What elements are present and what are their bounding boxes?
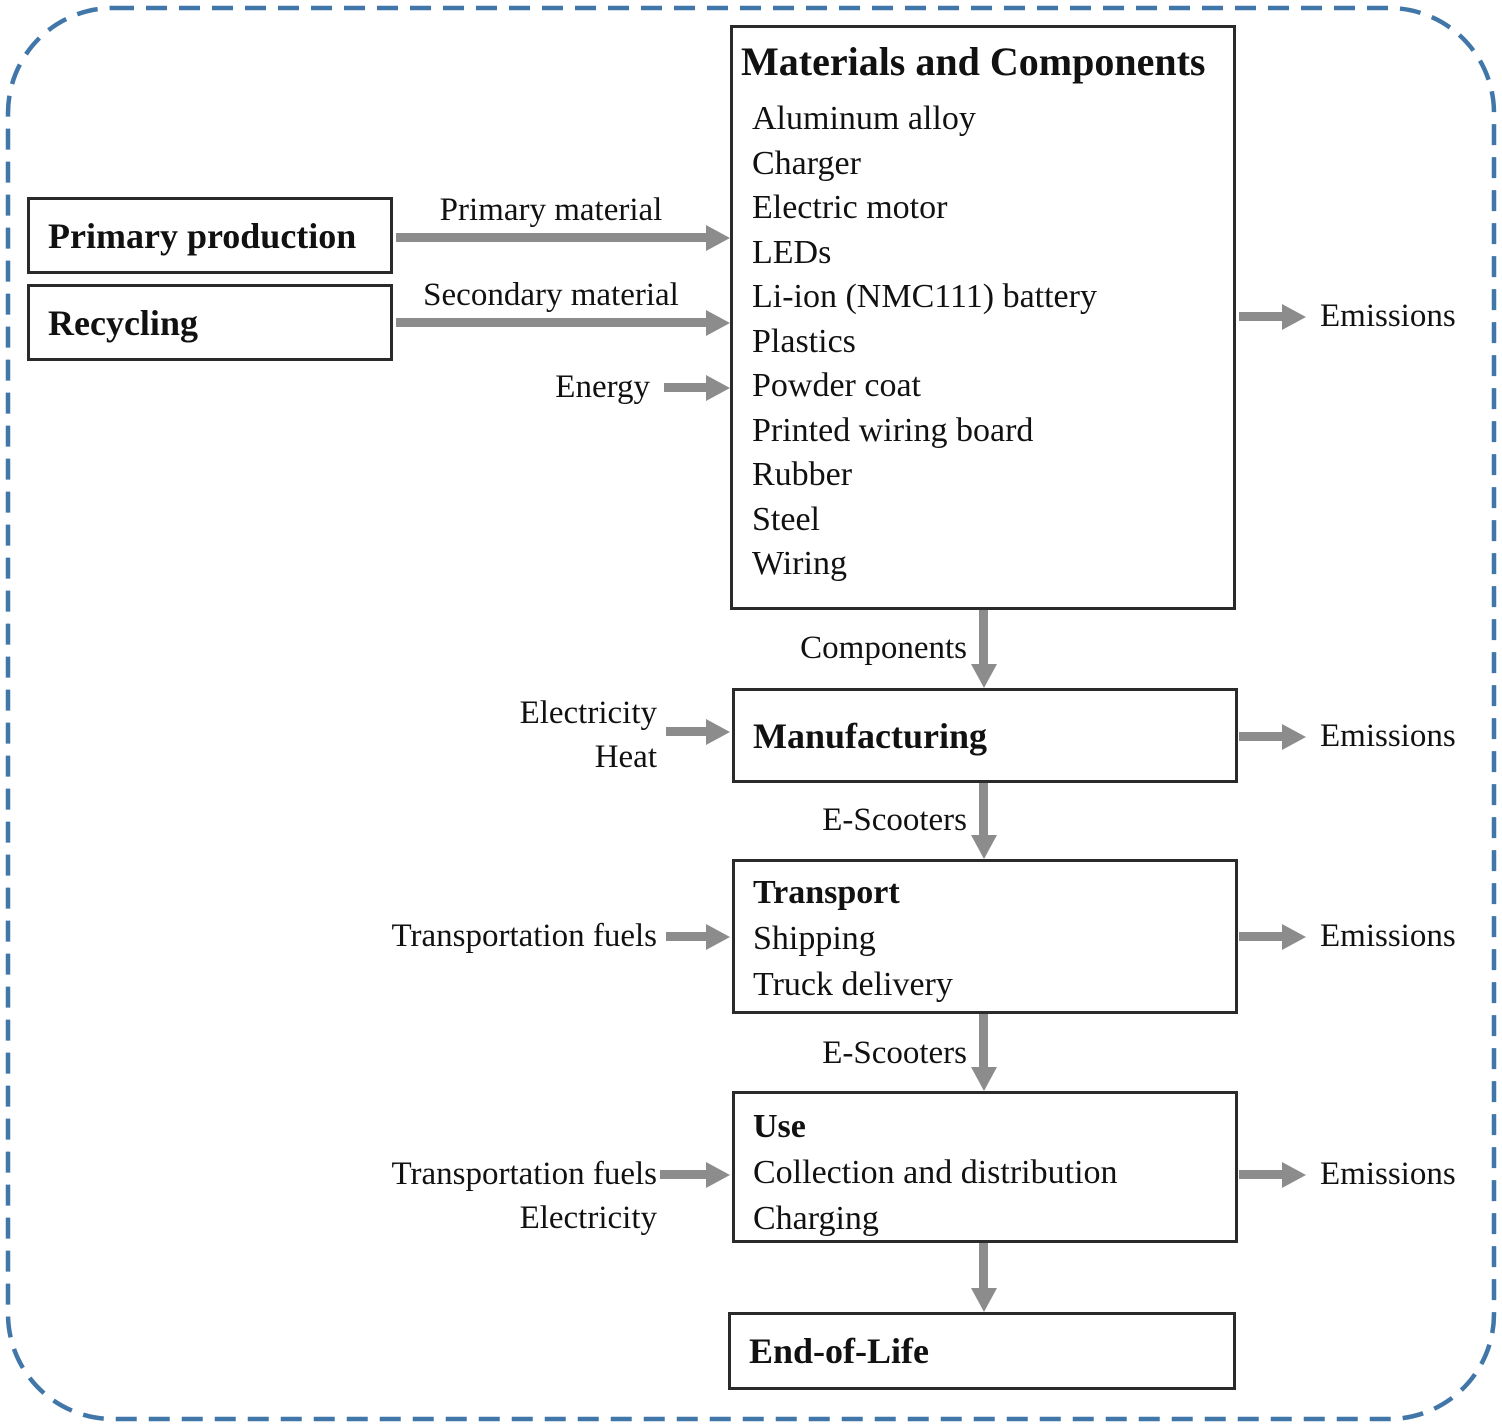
use-emissions-arrow [1239, 1170, 1282, 1179]
use-box: Use Collection and distribution Charging [732, 1091, 1238, 1243]
transport-item: Shipping [753, 920, 876, 957]
use-inputs-arrow [660, 1170, 706, 1179]
use-item: Collection and distribution [753, 1154, 1118, 1191]
escooters-label-1: E-Scooters [822, 802, 967, 838]
materials-item: LEDs [752, 233, 832, 271]
use-inputs-label: Transportation fuels Electricity [357, 1152, 657, 1240]
materials-item: Li-ion (NMC111) battery [752, 278, 1097, 315]
escooters-flow-arrow-1 [979, 783, 988, 835]
transport-box: Transport Shipping Truck delivery [732, 859, 1238, 1014]
components-label: Components [800, 630, 967, 666]
transport-title: Transport [753, 874, 900, 911]
recycling-box: Recycling [27, 284, 393, 361]
materials-box-title: Materials and Components [741, 39, 1206, 84]
materials-emissions-arrow [1239, 312, 1282, 321]
heat-label: Heat [594, 739, 657, 775]
energy-arrow [664, 383, 706, 392]
end-of-life-box: End-of-Life [728, 1312, 1236, 1390]
electricity-heat-label: Electricity Heat [407, 691, 657, 779]
manufacturing-label: Manufacturing [753, 715, 987, 756]
materials-item: Powder coat [752, 367, 922, 404]
electricity-label: Electricity [519, 695, 657, 731]
materials-item: Aluminum alloy [752, 100, 976, 137]
end-of-life-flow-arrow [979, 1243, 988, 1288]
materials-item: Steel [752, 500, 820, 538]
use-title: Use [753, 1108, 806, 1145]
primary-material-label: Primary material [439, 192, 663, 228]
primary-production-box: Primary production [27, 197, 393, 274]
transport-emissions-arrow [1239, 932, 1282, 941]
emissions-label-4: Emissions [1320, 1156, 1456, 1192]
transportation-fuels-label-2: Transportation fuels [391, 1156, 657, 1192]
primary-production-label: Primary production [48, 215, 357, 256]
materials-item: Charger [752, 144, 861, 182]
end-of-life-label: End-of-Life [749, 1331, 929, 1371]
transportation-fuels-label: Transportation fuels [391, 918, 657, 954]
recycling-label: Recycling [48, 302, 198, 343]
electricity-heat-arrow [666, 727, 706, 736]
transport-item: Truck delivery [753, 966, 953, 1003]
materials-item: Wiring [752, 545, 847, 582]
secondary-material-arrow [396, 318, 706, 327]
primary-material-arrow [396, 233, 706, 242]
materials-item: Printed wiring board [752, 411, 1034, 449]
emissions-label-3: Emissions [1320, 918, 1456, 954]
use-item: Charging [753, 1200, 879, 1237]
manufacturing-box: Manufacturing [732, 688, 1238, 783]
materials-item: Electric motor [752, 189, 948, 226]
secondary-material-label: Secondary material [423, 277, 679, 313]
energy-label: Energy [555, 369, 650, 405]
materials-list: Aluminum alloy Charger Electric motor LE… [752, 97, 1233, 587]
materials-box: Materials and Components Aluminum alloy … [730, 25, 1236, 610]
escooters-flow-arrow-2 [979, 1014, 988, 1067]
materials-item: Plastics [752, 322, 856, 360]
materials-item: Rubber [752, 456, 853, 493]
escooters-label-2: E-Scooters [822, 1035, 967, 1071]
emissions-label-2: Emissions [1320, 718, 1456, 754]
manufacturing-emissions-arrow [1239, 732, 1282, 741]
emissions-label-1: Emissions [1320, 298, 1456, 334]
boundary-rect [5, 5, 1497, 1422]
transportation-fuels-arrow [666, 932, 706, 941]
components-flow-arrow [979, 610, 988, 664]
electricity-label-2: Electricity [519, 1200, 657, 1236]
